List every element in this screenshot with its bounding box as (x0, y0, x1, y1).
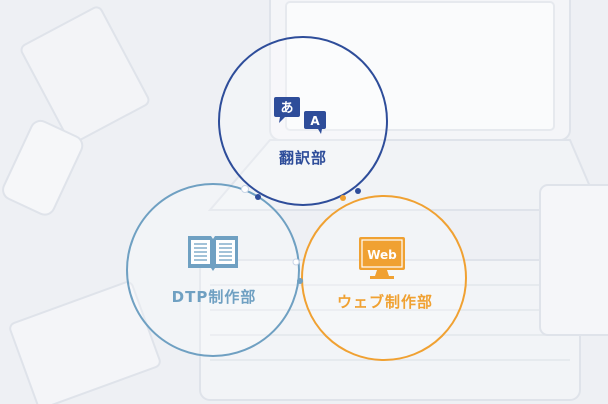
dtp-node (126, 183, 300, 357)
monitor-web-icon: Web (359, 237, 405, 279)
translation-circle (218, 36, 388, 206)
open-book-icon (188, 236, 238, 271)
svg-text:A: A (310, 114, 320, 128)
dtp-department-label: DTP制作部 (171, 288, 257, 306)
web-department-label: ウェブ制作部 (336, 293, 434, 311)
web-node: Web (301, 195, 467, 361)
svg-text:Web: Web (367, 248, 397, 262)
connector-dots (241, 185, 361, 284)
translation-node: あ A (218, 36, 388, 206)
translation-department-label: 翻訳部 (278, 149, 328, 167)
svg-text:あ: あ (280, 101, 293, 116)
speech-bubbles-a-icon: あ A (274, 97, 326, 134)
